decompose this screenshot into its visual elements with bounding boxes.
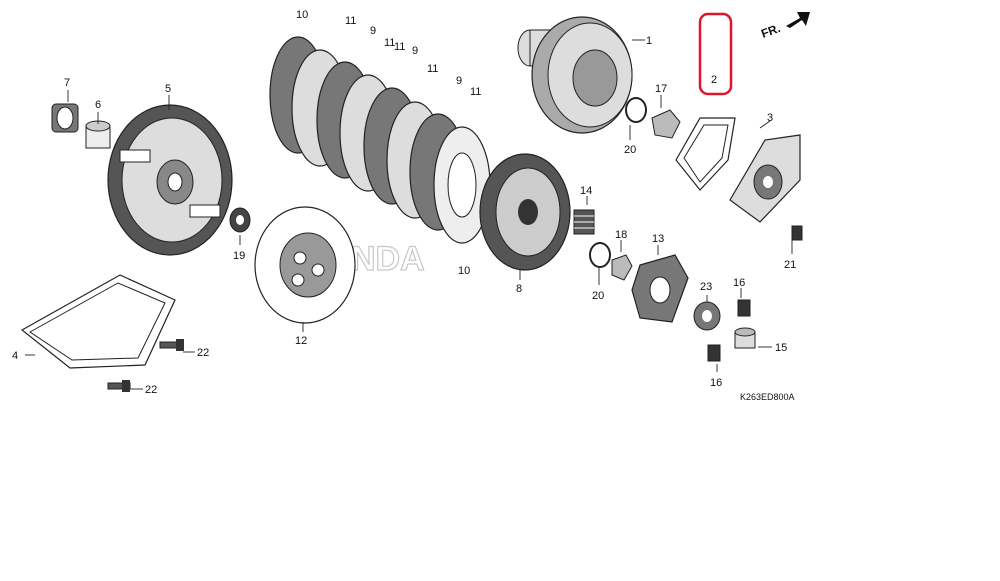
clutch-plate-stack	[269, 36, 491, 244]
highlight-box	[698, 12, 733, 96]
washer-19-part	[229, 207, 251, 233]
callout-label: 7	[64, 77, 70, 89]
clutch-center-part	[254, 206, 356, 324]
bolt-22-upper	[159, 339, 184, 351]
callout-label: 10	[296, 9, 308, 21]
cover-plate-part	[20, 274, 176, 369]
callout-label: 11	[427, 63, 438, 75]
callout-label: 4	[12, 350, 18, 362]
callout-label: 1	[646, 35, 652, 47]
callout-label: 16	[733, 277, 745, 289]
callout-label: 2	[711, 74, 717, 86]
pin-15-part	[734, 327, 756, 349]
spring-14-part	[573, 209, 595, 235]
callout-label: 9	[456, 75, 462, 87]
callout-label: 5	[165, 83, 171, 95]
clutch-cover-3-part	[729, 134, 801, 223]
collar-part	[85, 120, 111, 149]
callout-label: 8	[516, 283, 522, 295]
callout-label: 21	[784, 259, 796, 271]
pressure-plate-part	[479, 153, 571, 271]
diagram-code: K263ED800A	[740, 392, 795, 402]
callout-label: 10	[458, 265, 470, 277]
callout-label: 13	[652, 233, 664, 245]
callout-label: 11	[394, 41, 405, 53]
lifter-18-part	[611, 254, 633, 281]
callout-label: 14	[580, 185, 592, 197]
bearing-23-part	[693, 301, 721, 331]
callout-label: 9	[412, 45, 418, 57]
gasket-2-part	[675, 117, 736, 191]
callout-label: 11	[345, 15, 356, 27]
callout-label: 6	[95, 99, 101, 111]
bushing-part	[51, 103, 79, 133]
washer-20-lower	[589, 242, 611, 268]
clutch-drum-part	[517, 16, 633, 134]
callout-label: 23	[700, 281, 712, 293]
clutch-outer-part	[107, 104, 233, 256]
washer-20-upper	[625, 97, 647, 123]
callout-label: 16	[710, 377, 722, 389]
bolt-16-lower	[707, 344, 721, 362]
callout-label: 11	[384, 37, 395, 49]
callout-label: 20	[624, 144, 636, 156]
callout-label: 15	[775, 342, 787, 354]
fr-label: FR.	[759, 21, 782, 41]
lifter-17-part	[651, 109, 681, 139]
fr-arrow-icon	[786, 12, 810, 28]
callout-label: 18	[615, 229, 627, 241]
bolt-21-part	[791, 225, 803, 241]
callout-label: 12	[295, 335, 307, 347]
bolt-22-lower	[107, 380, 131, 392]
callout-label: 19	[233, 250, 245, 262]
front-direction-indicator: FR.	[759, 12, 810, 41]
callout-label: 22	[145, 384, 157, 396]
callout-label: 17	[655, 83, 667, 95]
callout-label: 3	[767, 112, 773, 124]
callout-label: 20	[592, 290, 604, 302]
callout-label: 9	[370, 25, 376, 37]
bolt-16-upper	[737, 299, 751, 317]
callout-label: 22	[197, 347, 209, 359]
callout-label: 11	[470, 86, 481, 98]
lifter-plate-13-part	[631, 254, 689, 323]
